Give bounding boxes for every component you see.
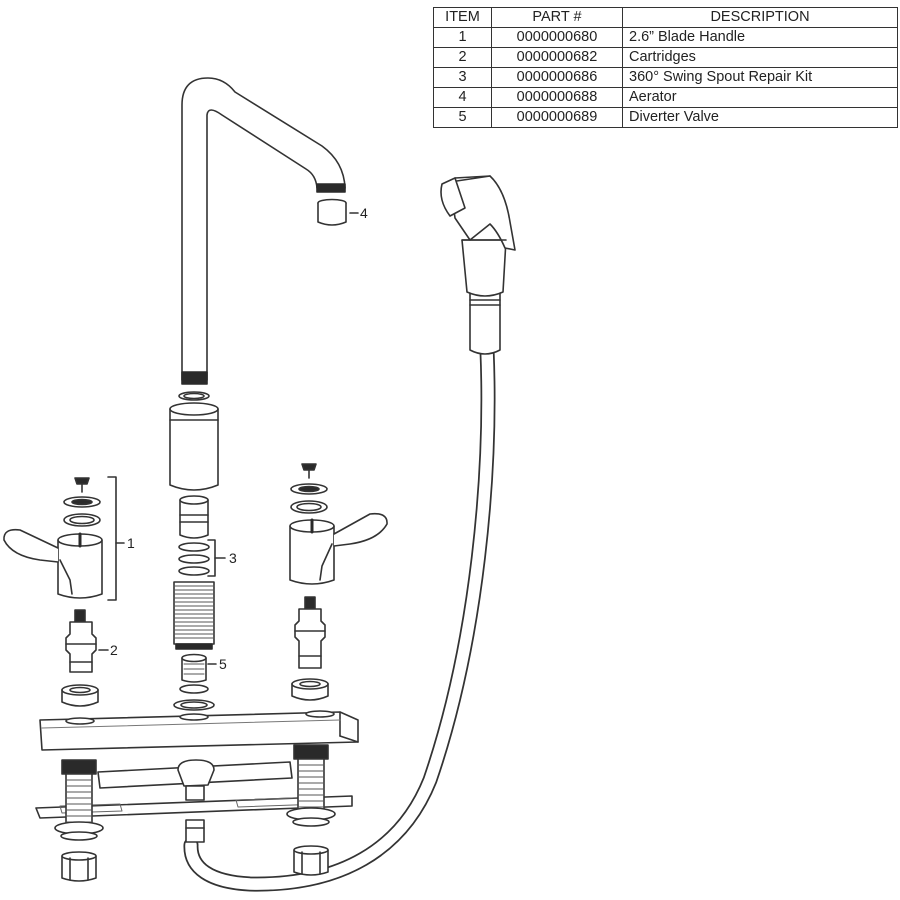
aerator: 4 — [317, 198, 368, 226]
table-row: 5 0000000689 Diverter Valve — [433, 107, 898, 128]
cell-part-number: 0000000686 — [491, 67, 623, 88]
left-handle-cap — [63, 496, 101, 527]
cell-description: Aerator — [622, 87, 898, 108]
cell-part-number: 0000000689 — [491, 107, 623, 128]
cell-description: Diverter Valve — [622, 107, 898, 128]
left-shank — [54, 759, 104, 882]
right-bonnet-nut — [291, 678, 329, 701]
callout-diverter: 5 — [219, 656, 227, 672]
spout-o-rings: 3 — [178, 539, 237, 577]
right-shank — [286, 744, 336, 876]
right-handle-screw — [301, 463, 317, 479]
swing-spout — [181, 77, 346, 385]
table-row: 3 0000000686 360° Swing Spout Repair Kit — [433, 67, 898, 88]
left-blade-handle: 1 — [3, 476, 135, 601]
parts-table: ITEM PART # DESCRIPTION 1 0000000680 2.6… — [433, 7, 898, 128]
deck-plate — [39, 710, 359, 751]
sprayer-hose — [183, 342, 496, 892]
callout-cartridges: 2 — [110, 642, 118, 658]
right-blade-handle — [289, 512, 388, 585]
cell-description: Cartridges — [622, 47, 898, 68]
left-bonnet-nut — [61, 684, 99, 707]
callout-aerator: 4 — [360, 205, 368, 221]
threaded-spout-shank — [173, 581, 215, 650]
valve-body — [35, 759, 353, 843]
left-cartridge: 2 — [65, 609, 118, 673]
callout-handle: 1 — [127, 535, 135, 551]
right-cartridge — [294, 596, 326, 669]
spout-sleeve — [169, 402, 219, 491]
spout-washer — [178, 391, 210, 401]
right-handle-cap — [290, 483, 328, 514]
diverter-valve: 5 — [173, 653, 227, 711]
table-row: 2 0000000682 Cartridges — [433, 47, 898, 68]
left-handle-screw — [74, 477, 90, 493]
side-sprayer — [440, 175, 516, 355]
callout-spout-kit: 3 — [229, 550, 237, 566]
spout-adapter — [179, 495, 209, 539]
